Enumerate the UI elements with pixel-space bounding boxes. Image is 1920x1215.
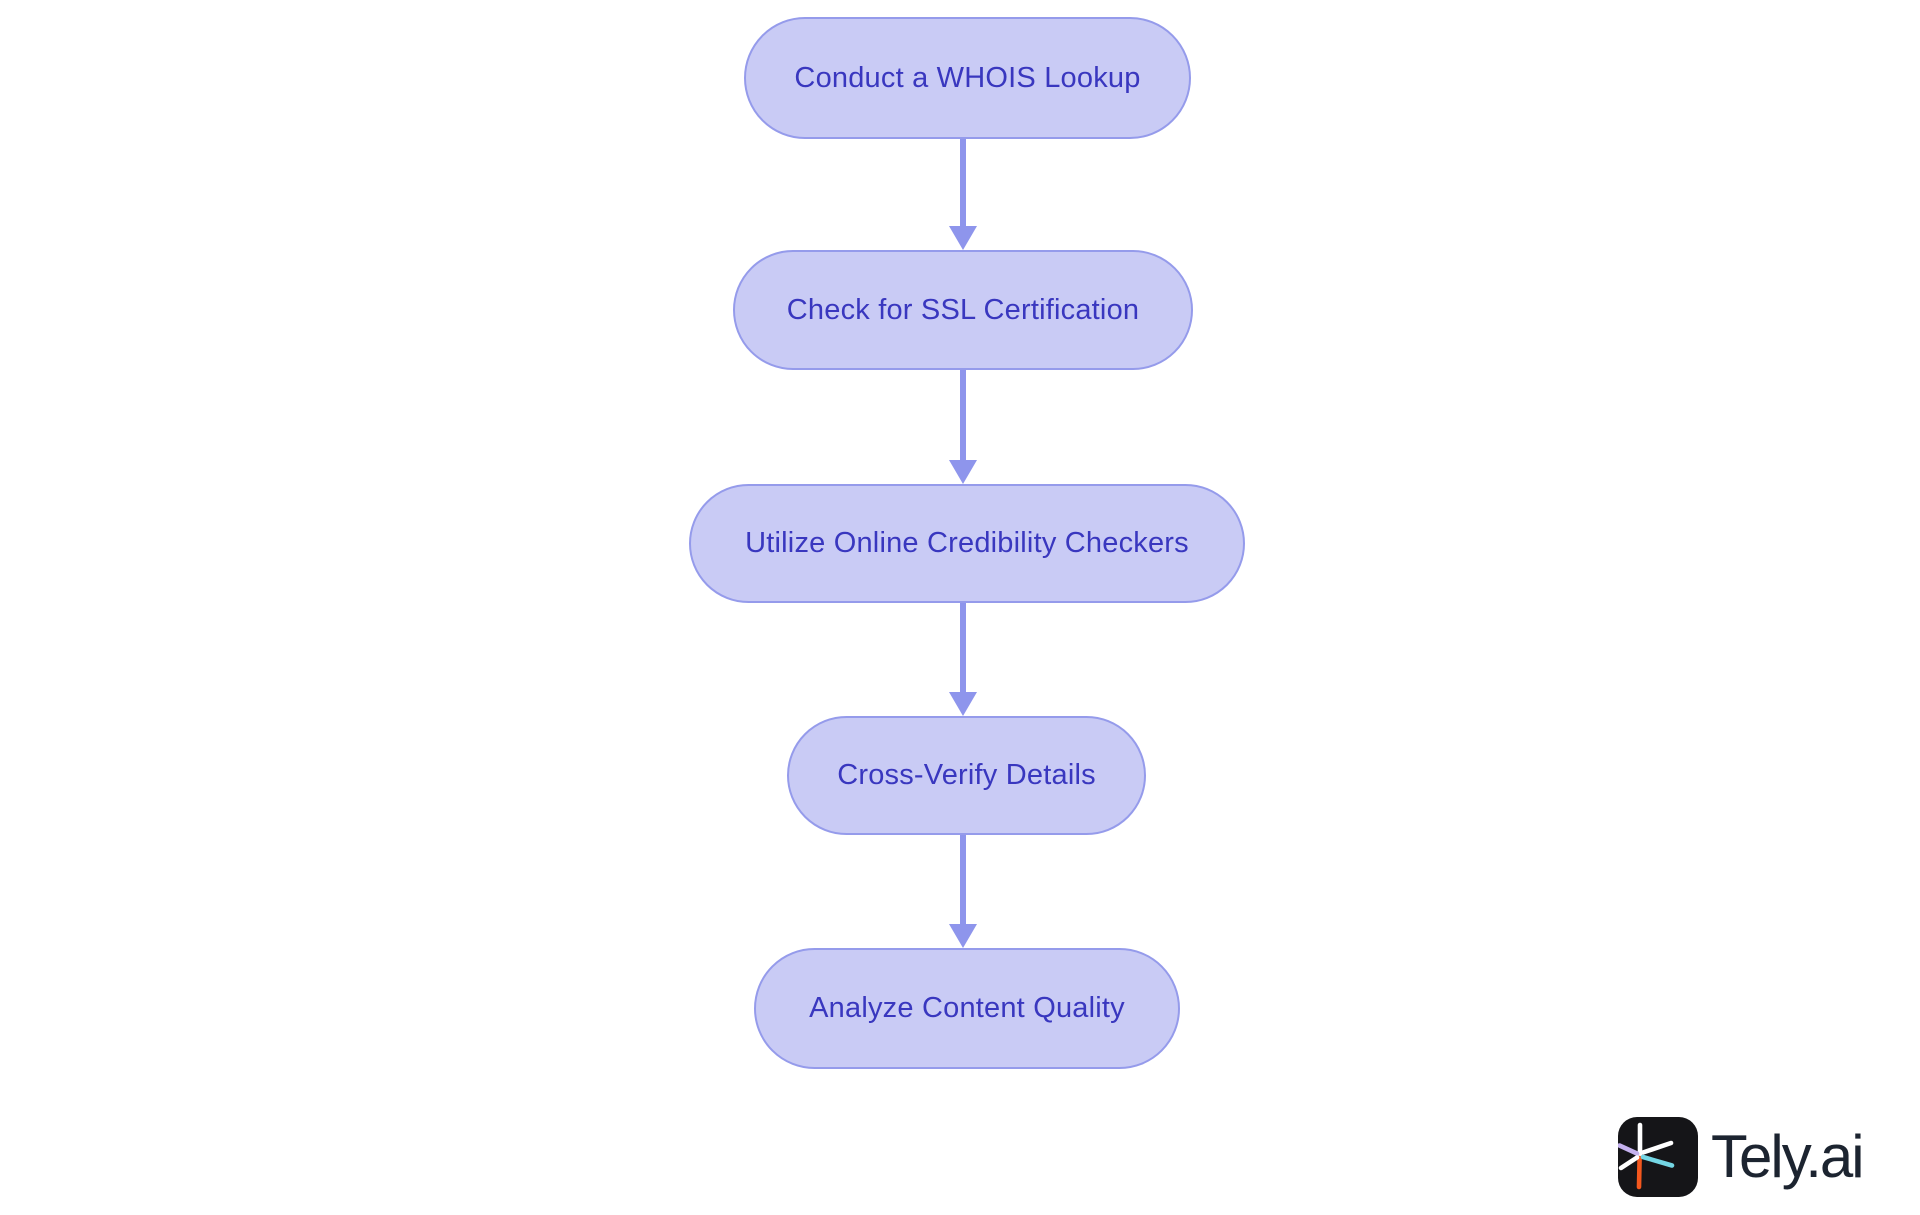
flow-node-label: Conduct a WHOIS Lookup bbox=[794, 61, 1141, 94]
flow-node-content-quality: Analyze Content Quality bbox=[754, 948, 1180, 1069]
logo-arm-upper-left bbox=[1618, 1143, 1640, 1156]
flow-node-credibility-checkers: Utilize Online Credibility Checkers bbox=[689, 484, 1245, 603]
flow-arrow-1 bbox=[949, 139, 977, 250]
spark-asterisk-icon bbox=[1618, 1117, 1698, 1197]
flow-node-label: Analyze Content Quality bbox=[809, 992, 1125, 1024]
logo-tile bbox=[1618, 1117, 1698, 1197]
tely-logo: Tely.ai bbox=[1618, 1117, 1865, 1197]
arrow-head-icon bbox=[949, 692, 977, 716]
arrow-stem bbox=[960, 139, 966, 228]
flow-arrow-2 bbox=[949, 370, 977, 484]
arrow-stem bbox=[960, 603, 966, 694]
arrow-stem bbox=[960, 835, 966, 926]
arrow-head-icon bbox=[949, 226, 977, 250]
flow-arrow-3 bbox=[949, 603, 977, 716]
arrow-stem bbox=[960, 370, 966, 462]
flow-node-label: Check for SSL Certification bbox=[786, 293, 1140, 326]
flow-node-label: Cross-Verify Details bbox=[837, 759, 1096, 791]
flow-arrow-4 bbox=[949, 835, 977, 948]
tely-wordmark: Tely.ai bbox=[1711, 1123, 1865, 1190]
arrow-head-icon bbox=[949, 460, 977, 484]
logo-arm-upper-right bbox=[1640, 1140, 1674, 1155]
flow-node-ssl-certification: Check for SSL Certification bbox=[733, 250, 1193, 370]
flow-node-label: Utilize Online Credibility Checkers bbox=[745, 527, 1189, 559]
flow-node-whois-lookup: Conduct a WHOIS Lookup bbox=[744, 17, 1191, 139]
logo-arm-down bbox=[1636, 1155, 1642, 1190]
logo-arm-lower-left bbox=[1618, 1155, 1640, 1171]
flow-node-cross-verify: Cross-Verify Details bbox=[787, 716, 1146, 835]
arrow-head-icon bbox=[949, 924, 977, 948]
logo-arm-lower-right bbox=[1640, 1154, 1675, 1168]
